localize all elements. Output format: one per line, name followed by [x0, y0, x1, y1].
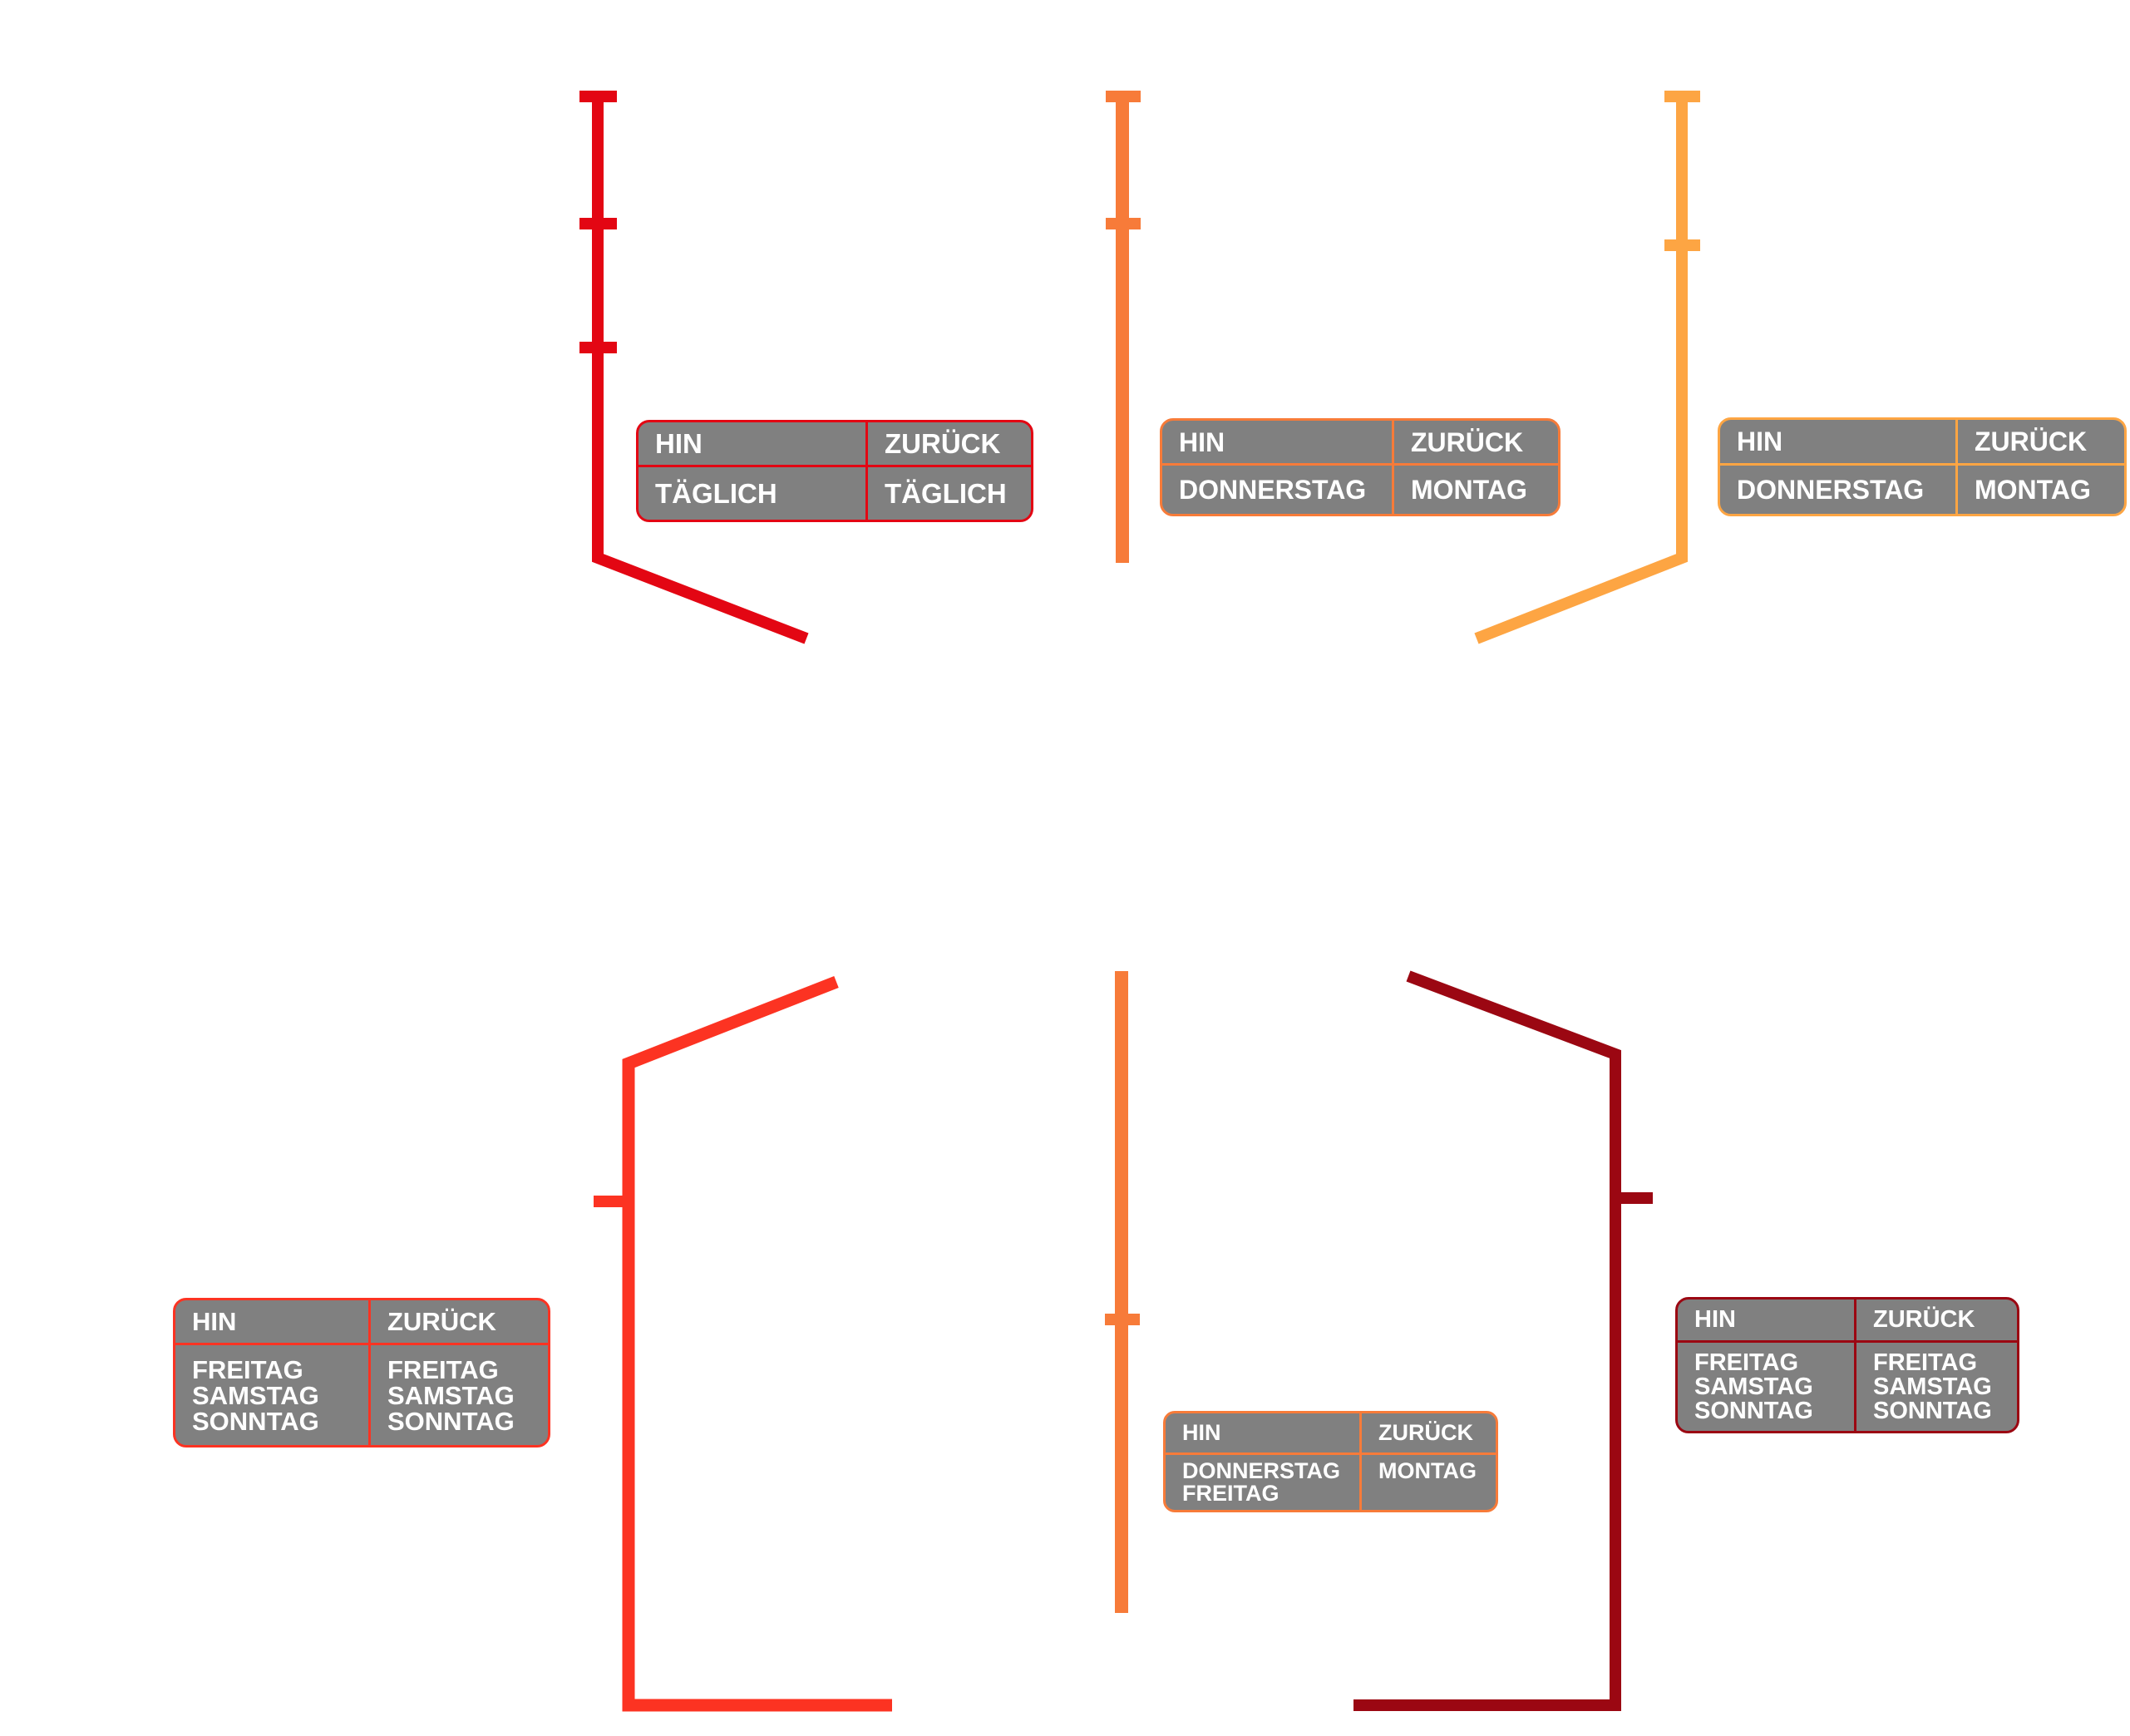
zurueck-day: TÄGLICH: [885, 478, 1007, 509]
zurueck-day: SAMSTAG: [1873, 1373, 1992, 1400]
zurueck-header: ZURÜCK: [1392, 421, 1558, 463]
schedule-table-bottom-right: HIN ZURÜCK FREITAG SAMSTAG SONNTAG FREIT…: [1675, 1297, 2019, 1433]
route-bottom-right-line: [1353, 970, 1653, 1711]
schedule-table-top-center: HIN ZURÜCK DONNERSTAG MONTAG: [1160, 418, 1561, 516]
zurueck-header: ZURÜCK: [865, 422, 1031, 465]
hin-day: DONNERSTAG: [1737, 475, 1925, 505]
hin-day: FREITAG: [1182, 1481, 1279, 1506]
hin-days: TÄGLICH: [639, 465, 865, 520]
hin-header: HIN: [1737, 427, 1783, 456]
zurueck-day: MONTAG: [1411, 475, 1527, 505]
zurueck-day: FREITAG: [1873, 1349, 1978, 1376]
hin-header: HIN: [192, 1307, 237, 1336]
hin-day: DONNERSTAG: [1179, 475, 1367, 505]
hin-day: TÄGLICH: [655, 478, 777, 509]
zurueck-header: ZURÜCK: [1955, 420, 2124, 463]
hin-header: HIN: [1694, 1306, 1736, 1333]
hin-days: DONNERSTAG: [1162, 463, 1392, 514]
hin-header: HIN: [1179, 427, 1225, 457]
zurueck-days: MONTAG: [1359, 1452, 1496, 1510]
hin-day: DONNERSTAG: [1182, 1458, 1341, 1483]
route-bottom-center-line: [1105, 971, 1140, 1613]
route-bottom-left-path: [622, 976, 892, 1712]
route-bottom-right-path: [1353, 970, 1621, 1711]
zurueck-day: SAMSTAG: [387, 1380, 515, 1410]
route-top-right-line: [1474, 91, 1700, 644]
route-top-center-line: [1106, 91, 1141, 563]
hin-day: SAMSTAG: [192, 1380, 319, 1410]
zurueck-header: ZURÜCK: [1854, 1300, 2017, 1340]
route-bottom-left-line: [594, 976, 892, 1712]
zurueck-days: MONTAG: [1392, 463, 1558, 514]
zurueck-day: SONNTAG: [387, 1406, 515, 1436]
zurueck-days: FREITAG SAMSTAG SONNTAG: [1854, 1340, 2017, 1431]
route-top-left-path: [592, 95, 809, 644]
schedule-table-bottom-left: HIN ZURÜCK FREITAG SAMSTAG SONNTAG FREIT…: [173, 1298, 550, 1447]
zurueck-day: SONNTAG: [1873, 1397, 1992, 1424]
zurueck-days: MONTAG: [1955, 463, 2124, 514]
hin-day: FREITAG: [192, 1354, 303, 1384]
hin-days: DONNERSTAG: [1720, 463, 1955, 514]
zurueck-header: ZURÜCK: [1359, 1413, 1496, 1452]
zurueck-days: FREITAG SAMSTAG SONNTAG: [368, 1343, 548, 1445]
hin-day: SONNTAG: [192, 1406, 319, 1436]
schedule-table-top-right: HIN ZURÜCK DONNERSTAG MONTAG: [1718, 417, 2127, 516]
hin-header: HIN: [655, 428, 703, 459]
hin-day: SAMSTAG: [1694, 1373, 1813, 1400]
zurueck-day: FREITAG: [387, 1354, 499, 1384]
route-top-left-line: [579, 91, 809, 644]
hin-days: FREITAG SAMSTAG SONNTAG: [1678, 1340, 1854, 1431]
hin-days: DONNERSTAG FREITAG: [1166, 1452, 1359, 1510]
zurueck-day: MONTAG: [1975, 475, 2091, 505]
route-top-right-path: [1474, 95, 1688, 644]
zurueck-day: MONTAG: [1378, 1458, 1477, 1483]
schedule-table-top-left: HIN ZURÜCK TÄGLICH TÄGLICH: [636, 420, 1033, 522]
zurueck-days: TÄGLICH: [865, 465, 1031, 520]
schedule-table-bottom-center: HIN ZURÜCK DONNERSTAG FREITAG MONTAG: [1163, 1411, 1498, 1512]
hin-day: SONNTAG: [1694, 1397, 1813, 1424]
hin-day: FREITAG: [1694, 1349, 1799, 1376]
zurueck-header: ZURÜCK: [368, 1300, 548, 1343]
hin-header: HIN: [1182, 1420, 1221, 1445]
hin-days: FREITAG SAMSTAG SONNTAG: [175, 1343, 368, 1445]
